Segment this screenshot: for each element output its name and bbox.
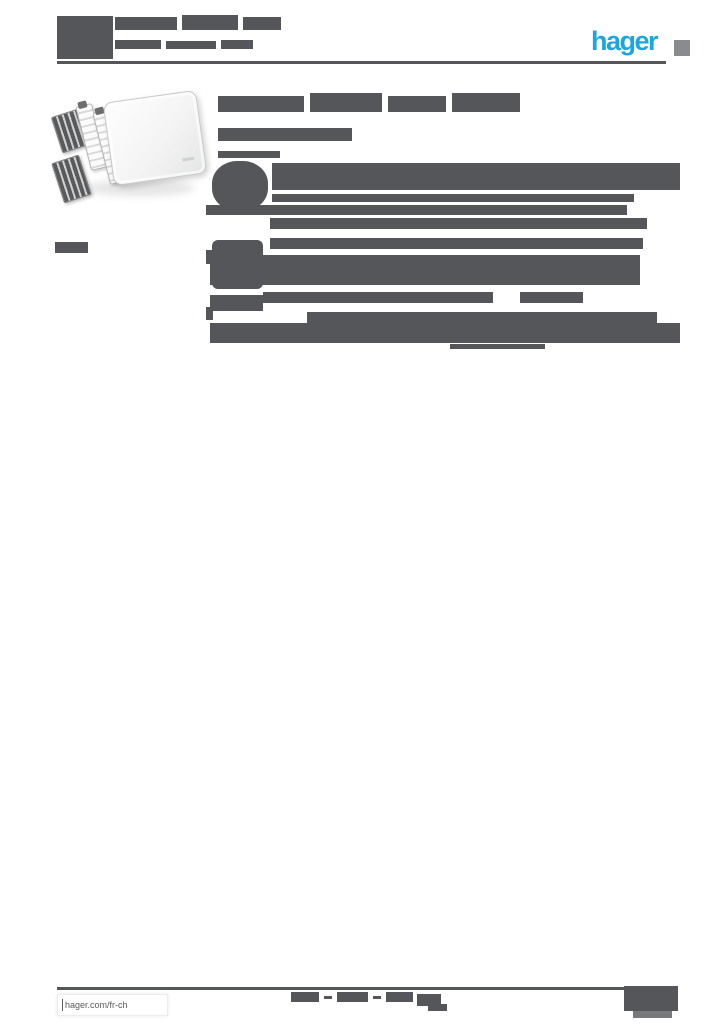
pictogram-icon — [206, 250, 213, 264]
footer-logo-block — [633, 1011, 672, 1018]
footer-reference-bar — [373, 996, 381, 999]
subtitle-bar — [218, 128, 352, 141]
pictogram-icon — [212, 240, 263, 289]
header-text-bar — [115, 17, 177, 30]
paragraph-text-bar — [450, 344, 545, 349]
margin-reference-bar — [55, 242, 88, 253]
footer-reference-bar — [324, 996, 332, 999]
pictogram-icon — [210, 295, 263, 311]
paragraph-text-bar — [272, 163, 680, 190]
footer-divider — [57, 987, 666, 990]
paragraph-text-bar — [206, 205, 627, 215]
product-photo — [50, 89, 210, 212]
header-divider — [57, 61, 666, 64]
terminal-cap — [77, 100, 88, 110]
footer-reference-bar — [291, 992, 319, 1002]
pictogram-icon — [206, 307, 213, 320]
paragraph-text-bar — [270, 238, 643, 249]
website-link[interactable]: hager.com/fr-ch — [57, 994, 168, 1016]
paragraph-text-bar — [272, 194, 634, 202]
header-address-blob — [57, 16, 113, 59]
paragraph-text-bar — [263, 292, 493, 303]
header-text-bar — [182, 15, 238, 30]
section-label-bar — [218, 151, 280, 158]
footer-reference-bar — [417, 994, 441, 1006]
header-text-bar — [166, 41, 216, 49]
logo-mark-square — [674, 40, 690, 56]
title-word-bar — [310, 93, 382, 112]
paragraph-text-bar — [307, 312, 657, 323]
header-text-bar — [221, 40, 253, 49]
title-word-bar — [452, 93, 520, 112]
pictogram-icon — [212, 161, 268, 211]
header-text-bar — [243, 17, 281, 30]
header-text-bar — [115, 40, 161, 49]
website-link-text: hager.com/fr-ch — [65, 1000, 128, 1010]
hager-logo: hager — [591, 26, 659, 56]
footer-reference-bar — [428, 1004, 447, 1011]
paragraph-text-bar — [270, 218, 647, 229]
title-word-bar — [218, 96, 304, 112]
product-box — [102, 89, 208, 187]
footer-reference-bar — [386, 992, 413, 1002]
paragraph-text-bar — [210, 255, 640, 285]
paragraph-text-bar — [520, 292, 583, 303]
link-stroke-glyph — [62, 999, 63, 1011]
paragraph-text-bar — [210, 323, 680, 343]
connector-block-icon — [51, 154, 92, 204]
title-word-bar — [388, 96, 446, 112]
footer-reference-bar — [337, 992, 368, 1002]
product-box-label-mark — [182, 156, 195, 162]
